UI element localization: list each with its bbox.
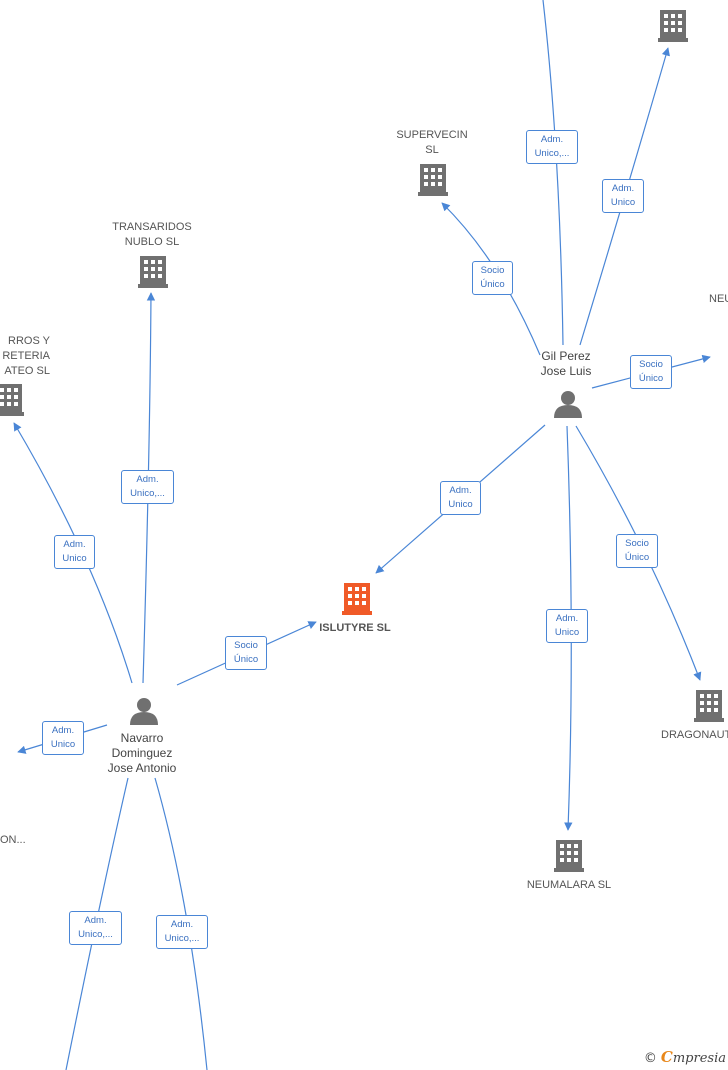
edge-badge[interactable]: Adm. Unico: [42, 721, 84, 755]
person-label-navarro[interactable]: Navarro Dominguez Jose Antonio: [107, 731, 177, 775]
copyright-footer: ©Cmpresia: [644, 1048, 726, 1066]
building-icon: [658, 10, 688, 42]
node-label-neu[interactable]: NEU: [709, 293, 728, 305]
node-label-carros[interactable]: RROS Y RETERIA ATEO SL: [2, 335, 50, 377]
building-icon: [694, 690, 724, 722]
node-label-transaridos[interactable]: TRANSARIDOS NUBLO SL: [112, 221, 192, 248]
edge-badge[interactable]: Adm. Unico,...: [69, 911, 122, 945]
edge-badge[interactable]: Adm. Unico,...: [156, 915, 208, 949]
edge-badge[interactable]: Socio Único: [630, 355, 672, 389]
edge-badge[interactable]: Socio Único: [616, 534, 658, 568]
edge-badge[interactable]: Adm. Unico: [546, 609, 588, 643]
edge-gil-top: [542, 0, 564, 346]
building-icon: [418, 164, 448, 196]
edge-badge[interactable]: Adm. Unico,...: [121, 470, 174, 504]
node-label-dragonaut[interactable]: DRAGONAUT: [661, 729, 728, 741]
edge-navarro-transaridos: [142, 292, 156, 684]
person-icon: [130, 698, 158, 725]
edge-navarro-down2: [154, 777, 208, 1070]
building-icon: [0, 384, 24, 416]
copyright-symbol: ©: [643, 1051, 657, 1066]
main-building-icon: [342, 583, 372, 615]
person-label-gil[interactable]: Gil Perez Jose Luis: [540, 349, 592, 378]
edge-badge[interactable]: Adm. Unico: [440, 481, 481, 515]
building-icon: [138, 256, 168, 288]
node-label-islutyre[interactable]: ISLUTYRE SL: [319, 622, 391, 634]
building-icon: [554, 840, 584, 872]
node-label-neumalara[interactable]: NEUMALARA SL: [526, 879, 612, 891]
node-label-supervecin[interactable]: SUPERVECIN SL: [396, 129, 468, 156]
edge-badge[interactable]: Adm. Unico,...: [526, 130, 578, 164]
edge-badge[interactable]: Adm. Unico: [54, 535, 95, 569]
node-label-left-on[interactable]: ON...: [0, 834, 26, 846]
brand-initial: C: [660, 1048, 673, 1066]
person-icon: [554, 391, 582, 418]
brand-name: mpresia: [672, 1051, 726, 1066]
edge-badge[interactable]: Adm. Unico: [602, 179, 644, 213]
edge-badge[interactable]: Socio Único: [472, 261, 513, 295]
edge-badge[interactable]: Socio Único: [225, 636, 267, 670]
